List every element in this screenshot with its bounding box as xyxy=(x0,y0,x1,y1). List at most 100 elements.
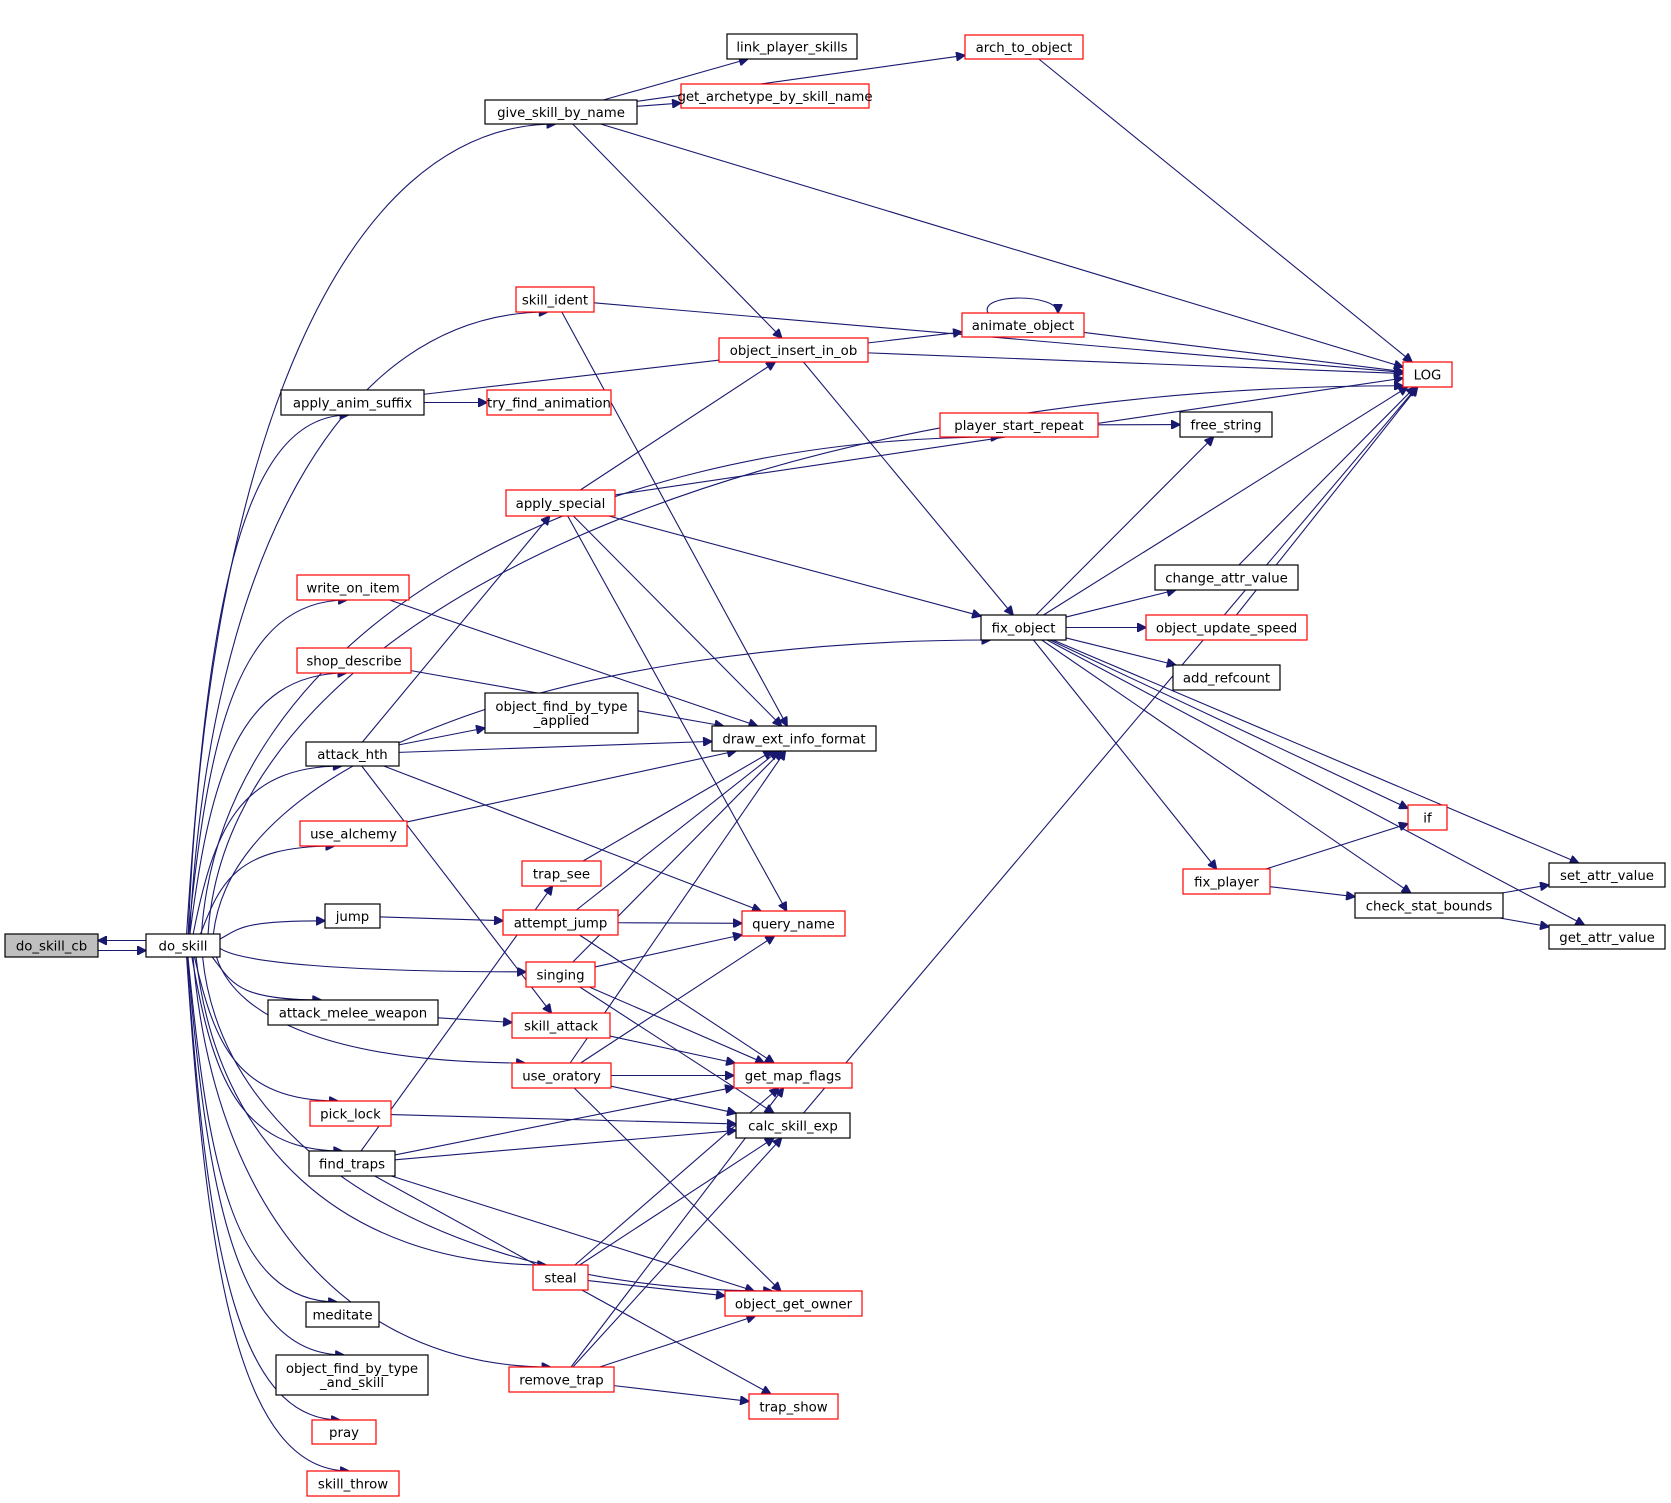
node-do-skill[interactable]: do_skill xyxy=(145,933,221,958)
node-do-skill-cb[interactable]: do_skill_cb xyxy=(4,933,99,958)
node-if[interactable]: if xyxy=(1407,804,1448,831)
node-trap-see[interactable]: trap_see xyxy=(521,860,602,887)
node-arch-to-object[interactable]: arch_to_object xyxy=(964,34,1084,60)
node-remove-trap[interactable]: remove_trap xyxy=(508,1366,615,1393)
node-fix-object[interactable]: fix_object xyxy=(980,614,1067,641)
edge-find-traps-to-get-map-flags xyxy=(394,1087,734,1156)
edge-line xyxy=(579,934,774,1063)
edge-do-skill-to-player-start-repeat xyxy=(200,437,999,935)
node-skill-ident[interactable]: skill_ident xyxy=(515,286,595,313)
edge-line xyxy=(803,361,1013,615)
edge-object-insert-in-ob-to-LOG xyxy=(867,352,1403,374)
node-box xyxy=(511,1012,611,1039)
edge-line xyxy=(389,599,758,726)
node-singing[interactable]: singing xyxy=(525,961,596,988)
edge-do-skill-to-find-traps xyxy=(191,956,342,1151)
edge-attack-hth-to-apply-special xyxy=(362,516,549,743)
node-label: object_find_by_type xyxy=(495,700,627,715)
edge-line xyxy=(580,936,775,1064)
edge-do-skill-to-write-on-item xyxy=(187,600,347,935)
node-calc-skill-exp[interactable]: calc_skill_exp xyxy=(735,1112,851,1139)
node-animate-object[interactable]: animate_object xyxy=(961,312,1085,338)
edge-line xyxy=(362,516,549,743)
node-box xyxy=(267,999,439,1026)
edge-line xyxy=(986,297,1058,313)
node-add-refcount[interactable]: add_refcount xyxy=(1172,664,1281,691)
node-box xyxy=(505,489,616,517)
node-label: arch_to_object xyxy=(976,41,1073,56)
node-try-find-animation[interactable]: try_find_animation xyxy=(486,389,612,416)
node-label: LOG xyxy=(1414,369,1442,384)
edge-fix-object-to-free-string xyxy=(1035,437,1214,616)
node-set-attr-value[interactable]: set_attr_value xyxy=(1548,862,1666,888)
node-label: add_refcount xyxy=(1183,672,1270,687)
node-box xyxy=(4,933,99,958)
edge-steal-to-calc-skill-exp xyxy=(579,1138,774,1266)
edge-find-traps-to-calc-skill-exp xyxy=(394,1130,736,1161)
edge-attack-hth-to-skill-attack xyxy=(361,765,552,1013)
node-pick-lock[interactable]: pick_lock xyxy=(309,1100,392,1127)
node-label: write_on_item xyxy=(306,582,399,597)
node-trap-show[interactable]: trap_show xyxy=(748,1393,839,1420)
node-jump[interactable]: jump xyxy=(324,903,381,929)
node-meditate[interactable]: meditate xyxy=(305,1301,380,1328)
node-label: get_archetype_by_skill_name xyxy=(677,90,872,105)
node-draw-ext-info-format[interactable]: draw_ext_info_format xyxy=(711,725,877,752)
node-skill-throw[interactable]: skill_throw xyxy=(306,1470,400,1497)
node-object-get-owner[interactable]: object_get_owner xyxy=(724,1290,863,1317)
node-object-update-speed[interactable]: object_update_speed xyxy=(1145,614,1308,641)
edge-line xyxy=(1269,886,1355,897)
node-free-string[interactable]: free_string xyxy=(1179,411,1273,438)
node-label: free_string xyxy=(1190,419,1261,434)
node-check-stat-bounds[interactable]: check_stat_bounds xyxy=(1354,892,1504,919)
node-write-on-item[interactable]: write_on_item xyxy=(296,574,410,601)
node-LOG[interactable]: LOG xyxy=(1402,361,1453,388)
node-find-traps[interactable]: find_traps xyxy=(308,1150,396,1177)
node-steal[interactable]: steal xyxy=(532,1264,589,1291)
edge-use-oratory-to-draw-ext-info-format xyxy=(569,751,785,1064)
edge-give-skill-by-name-to-get-archetype-by-skill-name xyxy=(636,103,681,106)
node-shop-describe[interactable]: shop_describe xyxy=(296,647,412,674)
node-player-start-repeat[interactable]: player_start_repeat xyxy=(939,412,1099,438)
node-object-find-by-type-applied[interactable]: object_find_by_type_applied xyxy=(484,692,639,734)
node-label: do_skill xyxy=(159,940,208,955)
node-label: remove_trap xyxy=(519,1374,603,1389)
node-label: set_attr_value xyxy=(1560,869,1654,884)
node-attack-melee-weapon[interactable]: attack_melee_weapon xyxy=(267,999,439,1026)
node-link-player-skills[interactable]: link_player_skills xyxy=(726,33,858,60)
node-attempt-jump[interactable]: attempt_jump xyxy=(502,909,619,936)
edge-remove-trap-to-trap-show xyxy=(613,1385,749,1402)
node-box xyxy=(311,1419,377,1445)
node-label: draw_ext_info_format xyxy=(722,733,865,748)
edge-attempt-jump-to-draw-ext-info-format xyxy=(576,751,778,911)
edge-do-skill-to-skill-ident xyxy=(189,312,548,935)
node-query-name[interactable]: query_name xyxy=(741,910,846,937)
node-box xyxy=(1182,868,1271,895)
node-object-find-by-type-and-skill[interactable]: object_find_by_type_and_skill xyxy=(275,1354,429,1396)
edge-line xyxy=(202,956,773,1291)
node-label: _and_skill xyxy=(319,1376,384,1391)
node-attack-hth[interactable]: attack_hth xyxy=(305,741,400,767)
node-use-alchemy[interactable]: use_alchemy xyxy=(299,820,408,847)
node-fix-player[interactable]: fix_player xyxy=(1182,868,1271,895)
edge-line xyxy=(423,332,962,395)
node-give-skill-by-name[interactable]: give_skill_by_name xyxy=(484,99,638,125)
node-use-oratory[interactable]: use_oratory xyxy=(511,1062,612,1089)
node-label: jump xyxy=(335,910,370,925)
node-apply-special[interactable]: apply_special xyxy=(505,489,616,517)
node-get-archetype-by-skill-name[interactable]: get_archetype_by_skill_name xyxy=(677,83,873,109)
edge-do-skill-to-pray xyxy=(186,956,340,1420)
edge-animate-object-to-LOG xyxy=(1083,331,1403,371)
node-box xyxy=(980,614,1067,641)
node-label: skill_throw xyxy=(318,1478,388,1493)
node-apply-anim-suffix[interactable]: apply_anim_suffix xyxy=(280,389,425,416)
node-object-insert-in-ob[interactable]: object_insert_in_ob xyxy=(718,337,869,363)
node-change-attr-value[interactable]: change_attr_value xyxy=(1154,564,1299,591)
node-skill-attack[interactable]: skill_attack xyxy=(511,1012,611,1039)
node-get-map-flags[interactable]: get_map_flags xyxy=(733,1062,853,1089)
node-pray[interactable]: pray xyxy=(311,1419,377,1445)
edge-line xyxy=(576,751,778,911)
node-box xyxy=(1145,614,1308,641)
node-get-attr-value[interactable]: get_attr_value xyxy=(1548,924,1666,950)
edge-line xyxy=(603,59,748,101)
